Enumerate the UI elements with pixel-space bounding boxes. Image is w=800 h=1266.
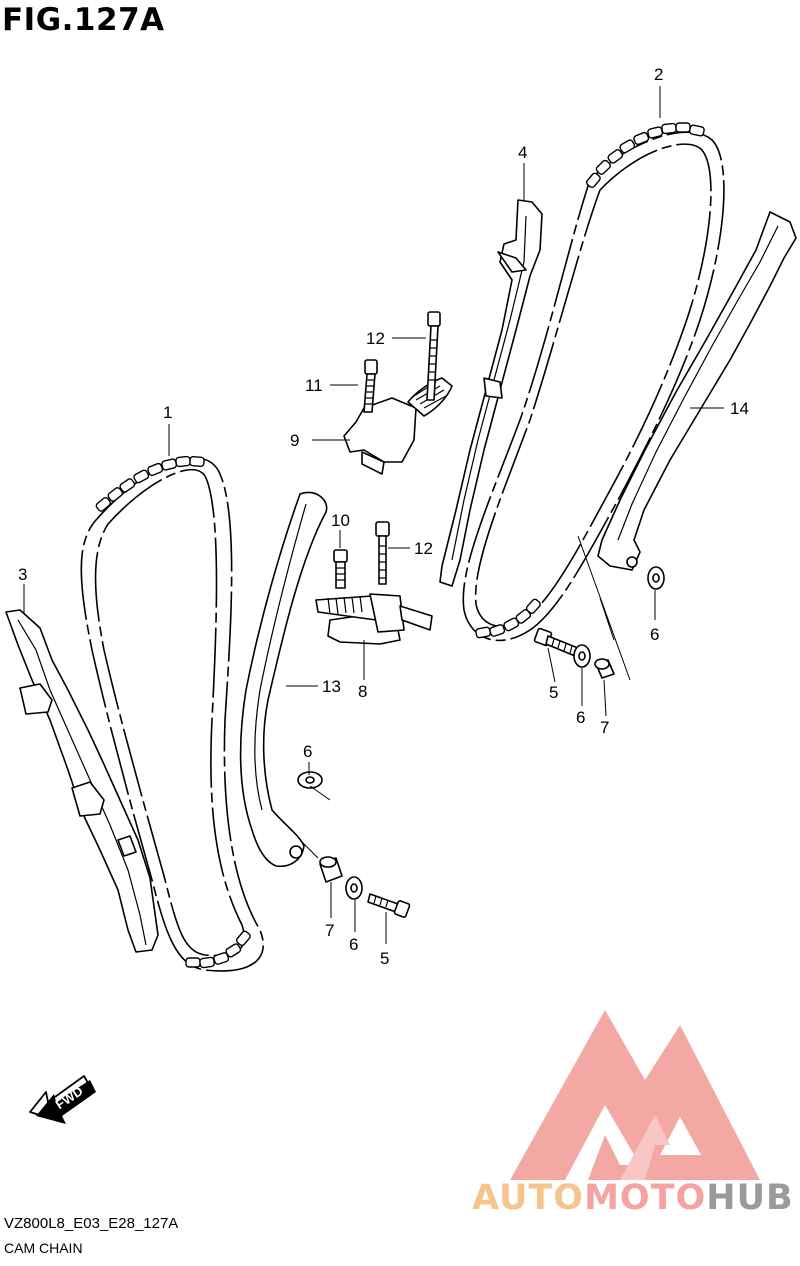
chain-links-top <box>95 455 205 512</box>
assembly-line-right <box>577 535 631 681</box>
bolt-10 <box>333 549 348 589</box>
washer-6-left <box>345 876 363 900</box>
watermark-moto: MOTO <box>584 1178 707 1218</box>
cam-chain-2 <box>462 122 725 642</box>
watermark-text: AUTOMOTOHUB <box>472 1178 794 1218</box>
watermark-hub: HUB <box>706 1178 794 1218</box>
callout-13: 13 <box>322 677 341 696</box>
cam-chain-tensioner-8 <box>315 593 433 645</box>
callout-12-lower: 12 <box>414 539 433 558</box>
diagram-name: CAM CHAIN <box>4 1240 83 1256</box>
bolt-5-right <box>533 627 579 657</box>
cam-chain-1 <box>80 455 265 972</box>
tensioner-guide-14 <box>597 211 797 571</box>
callout-14: 14 <box>730 399 749 418</box>
callout-6-left: 6 <box>349 935 358 954</box>
washer-6-right <box>647 566 665 590</box>
callout-7-left: 7 <box>325 921 334 940</box>
callout-6-right: 6 <box>650 625 659 644</box>
callout-4: 4 <box>518 143 527 162</box>
figure-title: FIG.127A <box>2 2 165 38</box>
callout-7-right: 7 <box>600 718 609 737</box>
callout-6-mid: 6 <box>303 742 312 761</box>
cam-chain-tensioner-9 <box>343 377 453 475</box>
callout-2: 2 <box>654 65 663 84</box>
callout-5-left: 5 <box>380 949 389 968</box>
callout-9: 9 <box>290 431 299 450</box>
callout-1: 1 <box>163 403 172 422</box>
fwd-arrow-icon: FWD <box>29 1075 96 1124</box>
bolt-12-lower <box>375 521 390 585</box>
washer-6-mid <box>297 771 323 789</box>
watermark-auto: AUTO <box>472 1178 585 1218</box>
chain-guide-3 <box>5 609 159 953</box>
leader-lines <box>23 86 724 944</box>
chain-links-top-2 <box>585 122 705 189</box>
callout-3: 3 <box>18 565 27 584</box>
callout-6-right-lower: 6 <box>576 708 585 727</box>
bolt-11 <box>363 359 378 413</box>
callout-labels: 1 2 3 4 5 6 7 6 6 7 6 5 8 9 10 11 12 12 … <box>18 65 749 968</box>
tensioner-guide-13 <box>239 491 328 868</box>
spacer-7-right <box>594 658 615 679</box>
callout-11: 11 <box>305 376 323 395</box>
callout-5-right: 5 <box>549 683 558 702</box>
assembly-line-left <box>299 785 331 859</box>
chain-links-bottom <box>185 930 251 969</box>
watermark-logo <box>510 1010 760 1180</box>
callout-10: 10 <box>331 511 350 530</box>
callout-8: 8 <box>358 682 367 701</box>
callout-12-upper: 12 <box>366 329 385 348</box>
diagram-code: VZ800L8_E03_E28_127A <box>4 1215 179 1232</box>
bolt-5-left <box>367 893 411 918</box>
chain-guide-4 <box>439 199 543 587</box>
chain-links-bottom-2 <box>475 598 541 639</box>
spacer-7-left <box>319 856 343 883</box>
washer-6-right-lower <box>573 644 591 668</box>
bolt-12-upper <box>426 311 441 401</box>
